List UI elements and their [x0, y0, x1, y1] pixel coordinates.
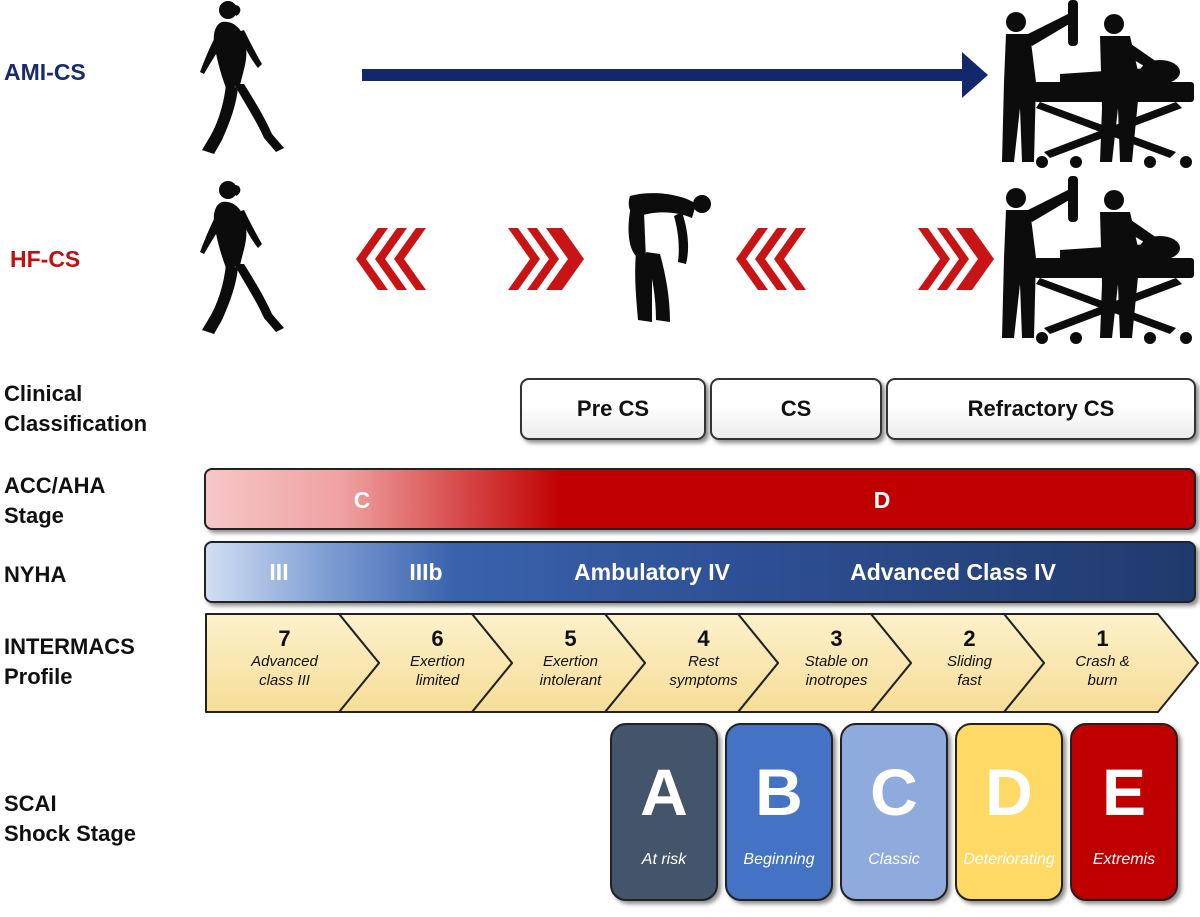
intermacs-profile-number: 2	[963, 626, 976, 651]
nyha-class-iiib: IIIb	[409, 559, 443, 585]
acc-aha-stage-bar	[204, 468, 1196, 530]
progression-illustration	[200, 0, 1194, 344]
intermacs-profile-label: INTERMACS Profile	[4, 634, 135, 689]
intermacs-chevrons	[205, 613, 1199, 713]
intermacs-profile-description: symptoms	[669, 672, 738, 689]
intermacs-profile-description: Crash &	[1075, 653, 1130, 670]
acc-stage-c: C	[353, 487, 371, 513]
left-chevrons-icon	[356, 228, 426, 290]
intermacs-profile-description: class III	[259, 672, 310, 689]
left-chevrons-icon	[736, 228, 806, 290]
scai-stage-description: Beginning	[743, 851, 815, 868]
scai-stage-card-c: C Classic	[840, 723, 948, 901]
clinical-box-refractory-cs: Refractory CS	[886, 378, 1196, 440]
intermacs-profile-description: inotropes	[805, 672, 868, 689]
scai-stage-letter: E	[1101, 755, 1147, 829]
hf-cs-label: HF-CS	[10, 246, 81, 272]
intermacs-profile-number: 3	[830, 626, 843, 651]
intermacs-profile-description: Advanced	[251, 653, 318, 670]
intermacs-profile-description: fast	[957, 672, 982, 689]
nyha-ambulatory-iv: Ambulatory IV	[574, 559, 730, 585]
intermacs-profile-number: 7	[278, 626, 291, 651]
progression-arrow-icon	[362, 52, 988, 98]
intermacs-profile-description: intolerant	[539, 672, 602, 689]
intermacs-profile-description: Sliding	[946, 653, 993, 670]
nyha-class-bar	[204, 541, 1196, 603]
scai-stage-card-b: B Beginning	[725, 723, 833, 901]
intermacs-profile-description: Stable on	[804, 653, 869, 670]
walking-person-icon	[200, 181, 284, 334]
scai-stage-card-a: A At risk	[610, 723, 718, 901]
scai-stage-card-d: D Deteriorating	[955, 723, 1063, 901]
bent-over-person-icon	[628, 193, 711, 322]
scai-stage-letter: A	[640, 755, 688, 829]
right-chevrons-icon	[508, 228, 584, 290]
clinical-classification-label: Clinical Classification	[4, 381, 148, 436]
scai-stage-letter: D	[985, 755, 1033, 829]
nyha-label: NYHA	[4, 562, 67, 587]
scai-stage-description: Extremis	[1092, 851, 1156, 868]
acc-stage-d: D	[873, 487, 891, 513]
scai-shock-stage-label: SCAI Shock Stage	[4, 791, 137, 846]
scai-stage-description: At risk	[641, 851, 687, 868]
hospital-bed-icon	[1002, 176, 1194, 344]
intermacs-chevron-7	[205, 613, 380, 713]
ami-cs-label: AMI-CS	[4, 59, 86, 85]
intermacs-profile-description: limited	[415, 672, 460, 689]
walking-person-icon	[200, 1, 284, 154]
intermacs-profile-number: 5	[564, 626, 577, 651]
intermacs-profile-description: burn	[1087, 672, 1118, 689]
clinical-box-cs: CS	[710, 378, 882, 440]
intermacs-profile-number: 1	[1096, 626, 1109, 651]
nyha-class-iii: III	[269, 559, 289, 585]
acc-aha-stage-label: ACC/AHA Stage	[4, 473, 106, 528]
intermacs-profile-number: 6	[431, 626, 444, 651]
nyha-advanced-class-iv: Advanced Class IV	[850, 559, 1056, 585]
hospital-bed-icon	[1002, 0, 1194, 168]
scai-stage-card-e: E Extremis	[1070, 723, 1178, 901]
intermacs-profile-description: Rest	[688, 653, 719, 670]
scai-stage-letter: B	[755, 755, 803, 829]
right-chevrons-icon	[918, 228, 994, 290]
scai-stage-description: Classic	[868, 851, 920, 868]
intermacs-profile-description: Exertion	[409, 653, 466, 670]
scai-stage-description: Deteriorating	[963, 851, 1055, 868]
clinical-box-pre-cs: Pre CS	[520, 378, 706, 440]
intermacs-profile-description: Exertion	[542, 653, 599, 670]
scai-stage-letter: C	[870, 755, 918, 829]
intermacs-profile-number: 4	[697, 626, 710, 651]
